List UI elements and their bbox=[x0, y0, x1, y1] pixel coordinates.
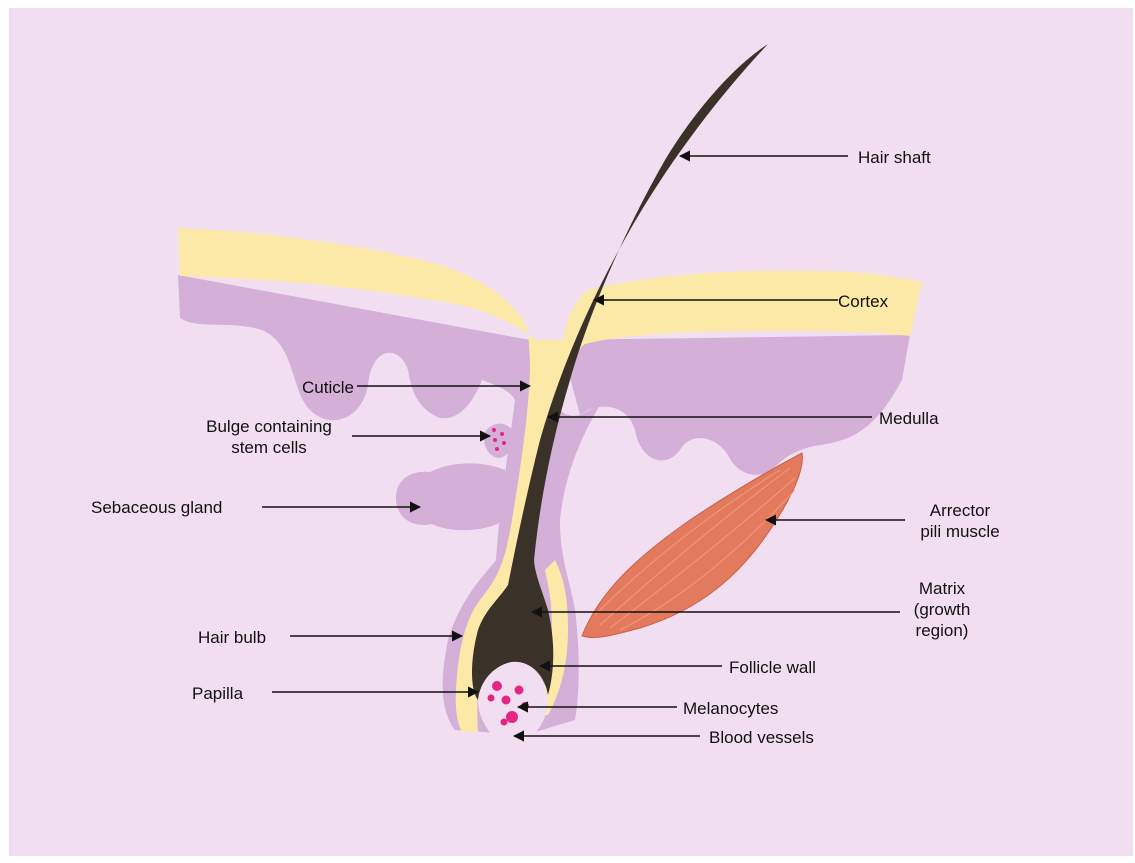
label-bulge: Bulge containing stem cells bbox=[186, 416, 352, 458]
label-bulge-line2: stem cells bbox=[186, 437, 352, 458]
label-blood-vessels: Blood vessels bbox=[709, 727, 814, 748]
label-matrix-line3: region) bbox=[902, 620, 982, 641]
sebaceous-gland bbox=[396, 463, 505, 530]
label-matrix-line1: Matrix bbox=[902, 578, 982, 599]
label-bulge-line1: Bulge containing bbox=[186, 416, 352, 437]
label-sebaceous-gland: Sebaceous gland bbox=[91, 497, 222, 518]
label-matrix-line2: (growth bbox=[902, 599, 982, 620]
label-cortex: Cortex bbox=[838, 291, 888, 312]
label-medulla: Medulla bbox=[879, 408, 939, 429]
label-arrector-line1: Arrector bbox=[905, 500, 1015, 521]
label-follicle-wall: Follicle wall bbox=[729, 657, 816, 678]
label-cuticle: Cuticle bbox=[288, 377, 354, 398]
label-hair-shaft: Hair shaft bbox=[858, 147, 931, 168]
label-hair-bulb: Hair bulb bbox=[198, 627, 266, 648]
label-arrector-line2: pili muscle bbox=[905, 521, 1015, 542]
dermis-right bbox=[560, 335, 910, 475]
label-arrector: Arrector pili muscle bbox=[905, 500, 1015, 542]
label-melanocytes: Melanocytes bbox=[683, 698, 778, 719]
label-papilla: Papilla bbox=[192, 683, 243, 704]
label-matrix: Matrix (growth region) bbox=[902, 578, 982, 641]
